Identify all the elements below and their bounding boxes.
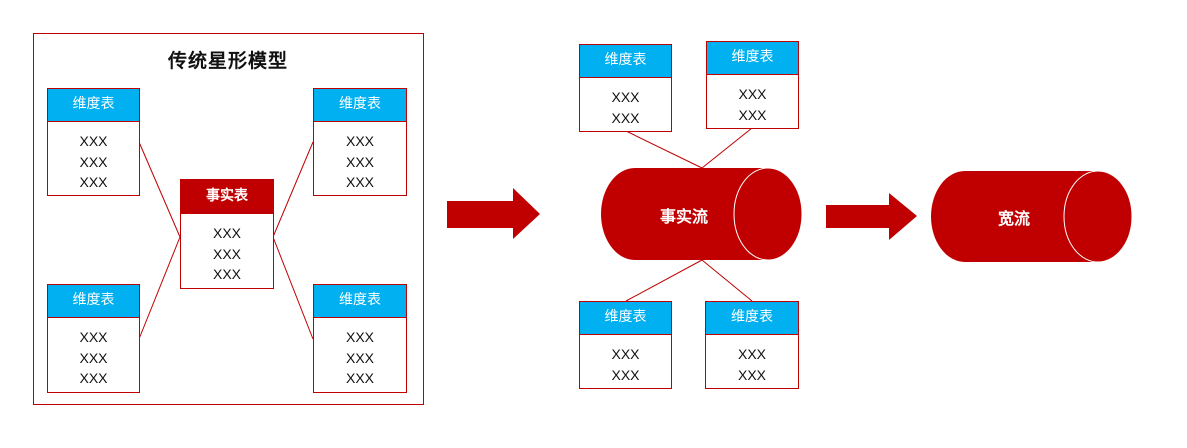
table-row: XXX xyxy=(79,133,108,149)
wide-stream-cylinder xyxy=(931,170,1133,263)
connector-line xyxy=(272,141,314,238)
dimension-table-header: 维度表 xyxy=(706,302,798,335)
connector-line xyxy=(138,141,181,238)
fact-stream-label: 事实流 xyxy=(659,207,708,226)
dimension-table: 维度表 XXX XXX xyxy=(579,301,672,389)
table-row: XXX xyxy=(737,366,766,383)
dimension-table: 维度表 XXX XXX xyxy=(579,44,672,132)
connector-line xyxy=(701,259,753,302)
connector-line xyxy=(138,236,181,340)
traditional-star-schema-panel xyxy=(33,33,424,405)
dimension-table: 维度表 XXX XXX XXX xyxy=(47,284,140,393)
dimension-table: 维度表 XXX XXX XXX xyxy=(47,88,140,196)
dimension-table-header: 维度表 xyxy=(314,285,406,318)
dimension-table: 维度表 XXX XXX XXX xyxy=(313,284,407,393)
table-row: XXX xyxy=(737,346,766,362)
connector-line xyxy=(625,130,703,169)
table-row: XXX xyxy=(611,346,640,362)
dimension-table: 维度表 XXX XXX XXX xyxy=(313,88,407,196)
table-row: XXX xyxy=(611,89,640,105)
connector-line xyxy=(625,259,703,302)
table-row: XXX xyxy=(345,370,374,386)
table-row: XXX xyxy=(79,153,108,170)
table-row: XXX xyxy=(611,109,640,126)
arrow-right-icon xyxy=(447,188,540,239)
table-row: XXX xyxy=(611,366,640,383)
table-row: XXX xyxy=(345,153,374,170)
fact-table-header: 事实表 xyxy=(181,180,273,214)
table-row: XXX xyxy=(345,329,374,345)
table-row: XXX xyxy=(212,245,241,262)
dimension-table-header: 维度表 xyxy=(48,89,139,122)
panel-title: 传统星形模型 xyxy=(167,50,288,72)
table-row: XXX xyxy=(79,174,108,190)
table-row: XXX xyxy=(345,174,374,190)
dimension-table-header: 维度表 xyxy=(580,302,671,335)
arrow-right-icon xyxy=(826,193,917,240)
fact-stream-cylinder xyxy=(601,167,803,261)
dimension-table-header: 维度表 xyxy=(580,45,671,78)
table-row: XXX xyxy=(79,349,108,366)
table-row: XXX xyxy=(738,106,767,123)
wide-stream-label: 宽流 xyxy=(997,209,1030,228)
table-row: XXX xyxy=(212,266,241,282)
connector-line xyxy=(701,127,753,169)
dimension-table-header: 维度表 xyxy=(707,42,798,75)
table-row: XXX xyxy=(212,225,241,241)
table-row: XXX xyxy=(79,370,108,386)
table-row: XXX xyxy=(345,349,374,366)
connector-line xyxy=(272,236,314,340)
dimension-table: 维度表 XXX XXX xyxy=(705,301,799,389)
table-row: XXX xyxy=(738,86,767,102)
dimension-table-header: 维度表 xyxy=(48,285,139,318)
fact-table: 事实表 XXX XXX XXX xyxy=(180,179,274,289)
table-row: XXX xyxy=(79,329,108,345)
table-row: XXX xyxy=(345,133,374,149)
dimension-table: 维度表 XXX XXX xyxy=(706,41,799,129)
dimension-table-header: 维度表 xyxy=(314,89,406,122)
